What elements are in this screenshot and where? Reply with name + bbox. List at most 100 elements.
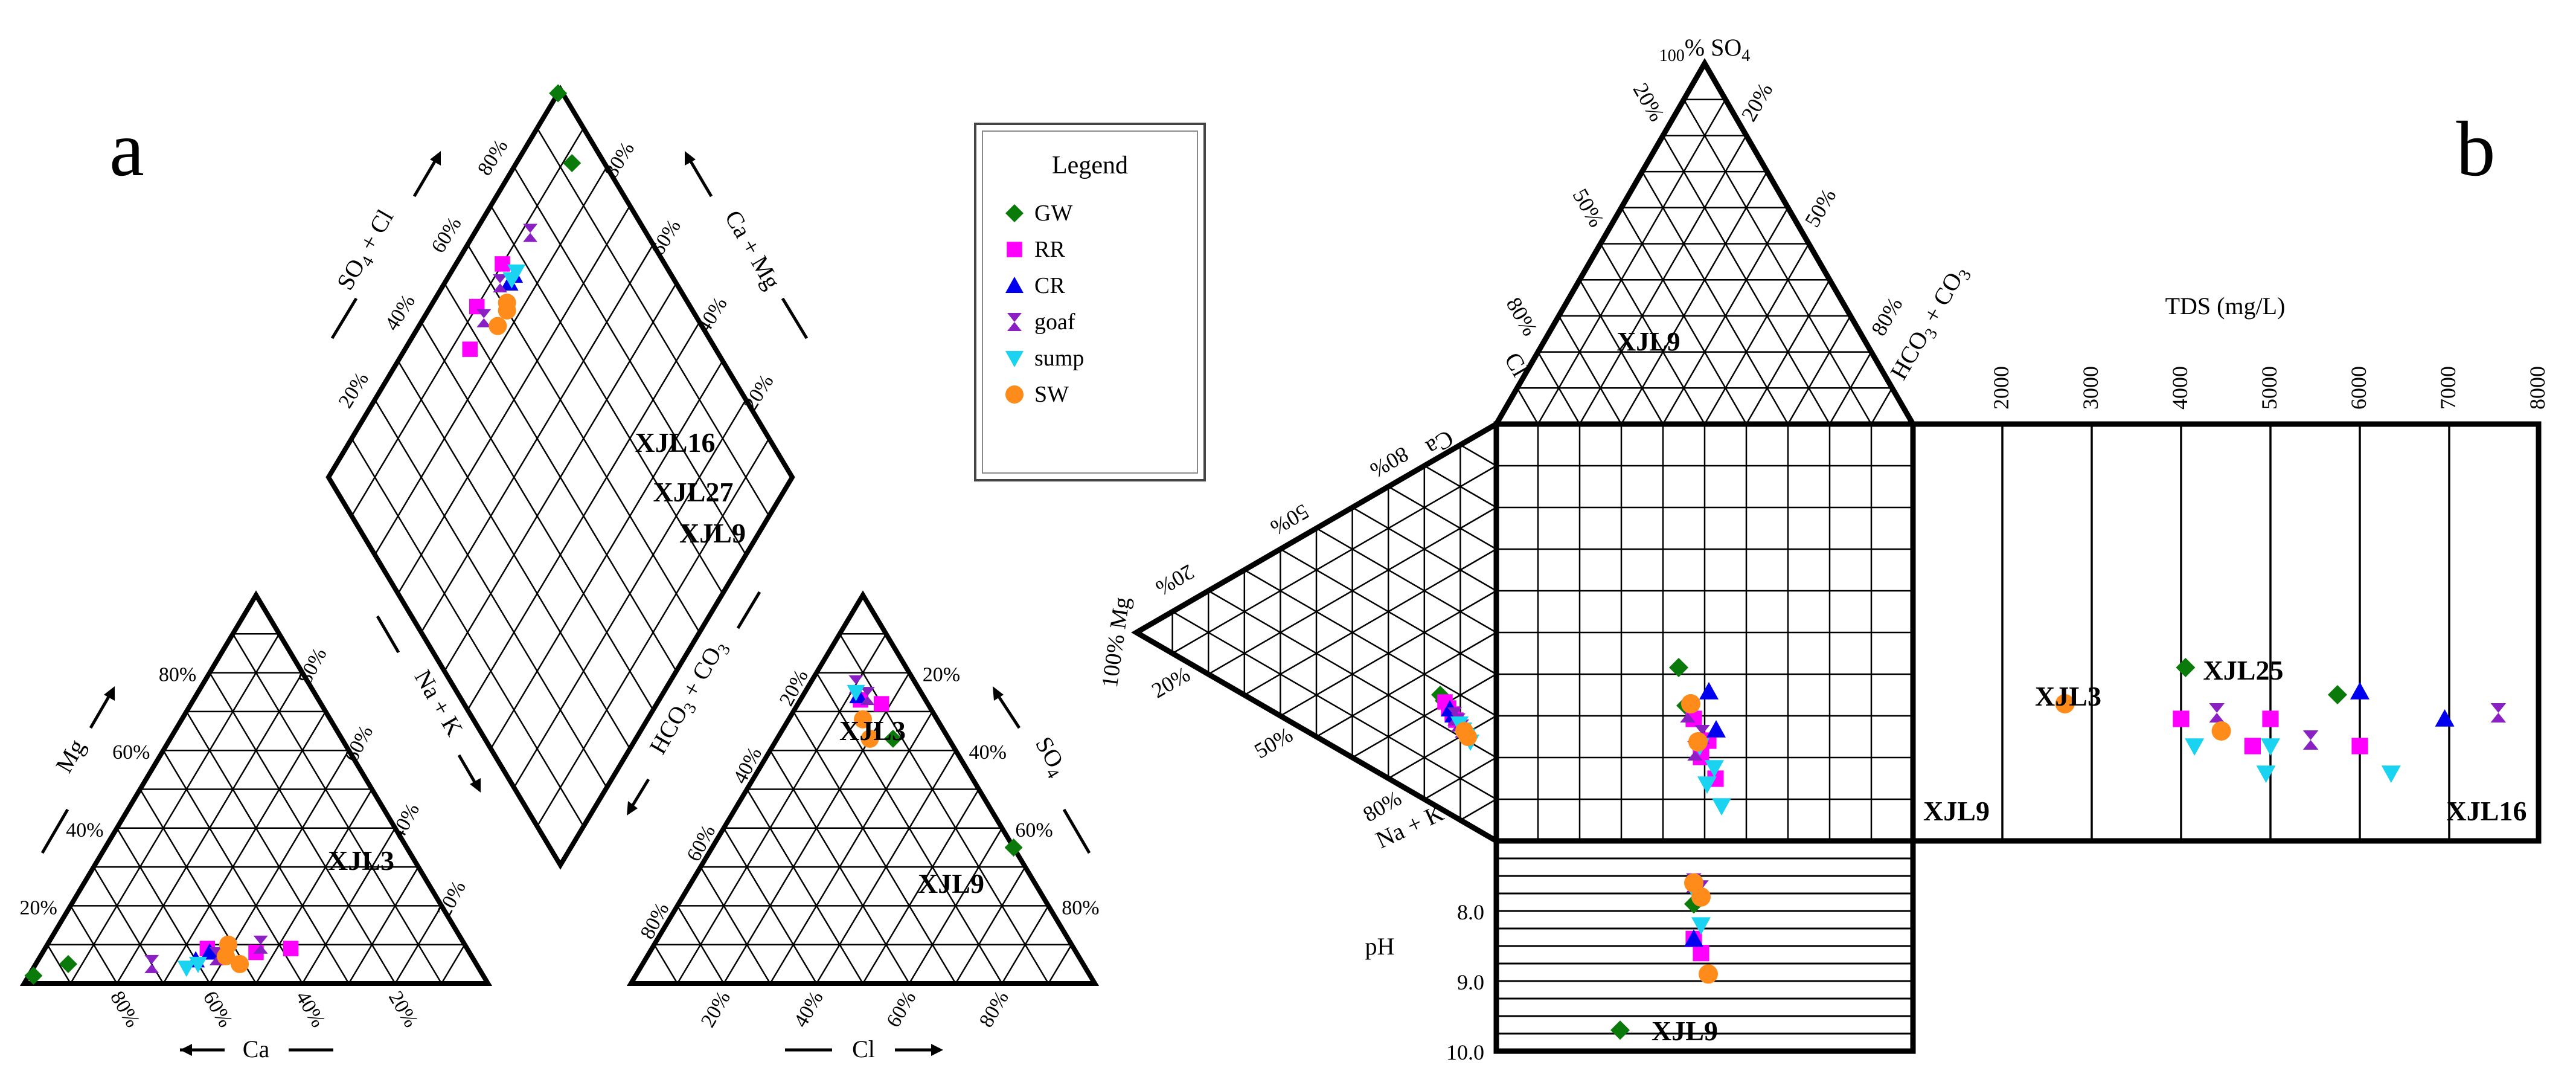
cation-bottom-tick: 20% bbox=[384, 988, 422, 1031]
panel-label-a: a bbox=[109, 106, 144, 193]
tds-tick-label: 7000 bbox=[2436, 366, 2460, 410]
cation-point-gw bbox=[59, 954, 77, 973]
grid-line bbox=[1620, 171, 1768, 425]
durov-grid bbox=[1131, 58, 2542, 1054]
cl-arrowhead bbox=[931, 1044, 943, 1056]
ca-arrowhead bbox=[180, 1044, 192, 1056]
diamond-ur-tick: 20% bbox=[739, 371, 778, 414]
nak-dash bbox=[376, 615, 400, 654]
anion-triangle bbox=[626, 590, 1100, 986]
durov-left-tick: 80% bbox=[1502, 293, 1543, 340]
legend-marker-goaf bbox=[1007, 313, 1022, 331]
annotation-diamond-xjl9: XJL9 bbox=[679, 518, 746, 549]
tds-point-cr bbox=[2350, 682, 2369, 700]
legend-label-rr: RR bbox=[1034, 237, 1065, 262]
grid-line bbox=[1388, 715, 1497, 779]
grid-line bbox=[1558, 315, 1623, 425]
grid-line bbox=[816, 672, 1003, 984]
grid-line bbox=[1683, 99, 1873, 425]
cation-point-sw bbox=[1459, 728, 1477, 746]
durov-bottom-tick: 50% bbox=[1250, 723, 1296, 764]
diamond-point-goaf bbox=[493, 274, 508, 292]
diamond-frame bbox=[325, 85, 795, 870]
tds-point-cr bbox=[2435, 709, 2455, 727]
cation-left-tick: 40% bbox=[66, 819, 103, 842]
tds-point-sump bbox=[2185, 738, 2205, 756]
mg-arrowhead bbox=[104, 686, 115, 701]
grid-line bbox=[209, 672, 396, 984]
tds-point-sump bbox=[2261, 738, 2280, 756]
tds-point-sump bbox=[2381, 765, 2401, 783]
nak-arrowhead bbox=[470, 778, 481, 793]
tds-point-sw bbox=[2211, 721, 2231, 741]
square-point-gw bbox=[1669, 658, 1688, 677]
annotation-durov-xjl9-tds: XJL9 bbox=[1923, 796, 1990, 826]
ph-point-sw bbox=[1691, 887, 1711, 907]
diamond-point-rr bbox=[495, 256, 510, 272]
cation-x-label: Ca bbox=[243, 1035, 270, 1063]
tds-point-goaf bbox=[2302, 730, 2319, 750]
hco3-arrowhead bbox=[627, 801, 638, 816]
grid-line bbox=[536, 438, 770, 827]
square-point-sump bbox=[1712, 798, 1731, 816]
so4-arrowhead bbox=[993, 686, 1004, 701]
triangle-frame bbox=[19, 590, 493, 986]
grid-line bbox=[1516, 387, 1539, 425]
grid-line bbox=[185, 711, 350, 984]
grid-line bbox=[513, 399, 747, 788]
anion-bottom-tick: 60% bbox=[882, 988, 920, 1031]
ph-point-sump bbox=[1691, 917, 1711, 935]
grid-line bbox=[1244, 548, 1497, 696]
annotation-diamond-xjl27: XJL27 bbox=[653, 477, 734, 507]
camg-arrow-shaft bbox=[688, 158, 713, 198]
annotation-durov-xjl16: XJL16 bbox=[2447, 796, 2527, 826]
mg-arrow-shaft bbox=[89, 694, 112, 729]
anion-y-label: SO4​ bbox=[1027, 732, 1073, 782]
grid-line bbox=[536, 127, 770, 517]
grid-line bbox=[1662, 135, 1831, 425]
durov-right-tick: 50% bbox=[1800, 184, 1841, 231]
grid-line bbox=[1870, 387, 1893, 425]
tds-tick-label: 4000 bbox=[2168, 366, 2192, 410]
tds-frame bbox=[1910, 421, 2542, 844]
grid-line bbox=[467, 321, 700, 710]
legend-frame-inner bbox=[982, 130, 1198, 474]
diamond-ur-tick: 40% bbox=[693, 293, 731, 336]
anion-bottom-tick: 20% bbox=[697, 988, 735, 1031]
piper-diagram: 20%40%60%80%20%40%60%80%80%60%40%20%CaMg… bbox=[19, 84, 1100, 1063]
grid-line bbox=[723, 672, 910, 984]
cation-point-sw bbox=[231, 954, 249, 973]
legend-label-sump: sump bbox=[1034, 346, 1084, 371]
diamond-ur-tick: 60% bbox=[646, 216, 685, 259]
grid-line bbox=[1388, 486, 1497, 550]
durov-right-tick: 80% bbox=[1866, 293, 1908, 340]
square-point-sump bbox=[1705, 760, 1724, 777]
diamond-ul-tick: 60% bbox=[427, 213, 466, 257]
cation-point-gw bbox=[24, 967, 43, 985]
grid-line bbox=[700, 866, 771, 984]
ph-point-sw bbox=[1699, 964, 1718, 984]
anion-x-label: Cl bbox=[852, 1035, 875, 1063]
piper-axis-labels: 20%40%60%80%20%40%60%80%80%60%40%20%CaMg… bbox=[19, 136, 1099, 1063]
grid-line bbox=[653, 944, 678, 984]
grid-line bbox=[1787, 315, 1851, 425]
mg-dash bbox=[40, 808, 69, 854]
legend-marker-gw bbox=[1005, 204, 1024, 222]
tds-point-rr bbox=[2173, 710, 2190, 727]
annotation-diamond-xjl16: XJL16 bbox=[635, 427, 716, 458]
grid-line bbox=[1600, 243, 1706, 425]
grid-line bbox=[1459, 798, 1497, 821]
hco3-arrow-shaft bbox=[630, 778, 650, 808]
anion-point-sump bbox=[847, 684, 865, 701]
ph-point-cr bbox=[1684, 929, 1703, 947]
grid-line bbox=[1208, 590, 1497, 759]
annotation-durov-xjl9-ph: XJL9 bbox=[1652, 1015, 1718, 1046]
nak-arrow-shaft bbox=[457, 754, 478, 785]
durov-label-ca: Ca bbox=[1421, 425, 1458, 462]
